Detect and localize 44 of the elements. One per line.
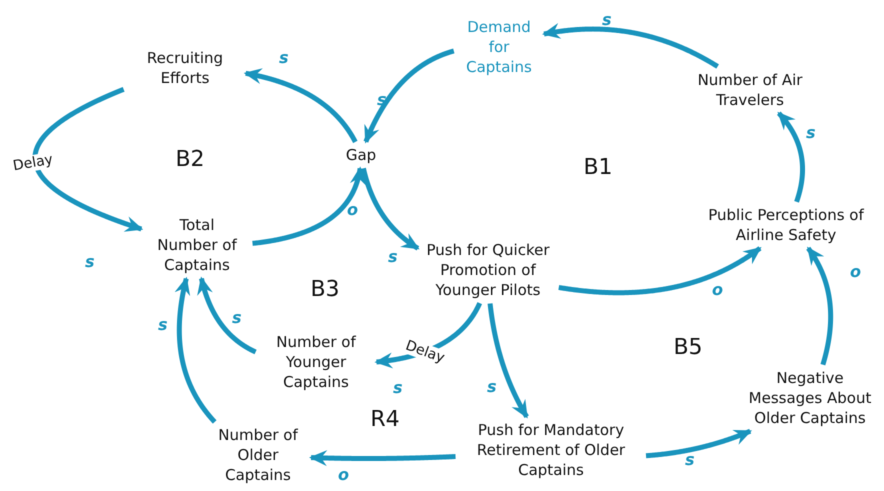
arrow (557, 246, 762, 296)
polarity-label: s (279, 50, 289, 66)
arrow (197, 276, 258, 354)
arrow (250, 166, 366, 246)
variable-label: Total Number of Captains (147, 215, 247, 275)
arrow (174, 276, 217, 424)
polarity-label: s (388, 249, 398, 265)
loop-label: B3 (310, 278, 340, 302)
polarity-label: o (712, 282, 723, 298)
variable-label: Push for Mandatory Retirement of Older Captains (461, 420, 641, 480)
arrow (309, 450, 458, 466)
arrow (776, 111, 806, 204)
polarity-label: s (232, 310, 242, 326)
variable-label: Push for Quicker Promotion of Younger Pilots (423, 240, 553, 300)
polarity-label: s (487, 379, 497, 395)
variable-label: Number of Older Captains (210, 425, 306, 485)
polarity-label: o (338, 467, 349, 483)
variable-label: Number of Younger Captains (261, 332, 371, 392)
variable-label: Recruiting Efforts (130, 48, 240, 88)
arrow (644, 428, 752, 458)
polarity-label: s (85, 254, 95, 270)
loop-label: R4 (370, 408, 400, 432)
variable-label: Gap (336, 145, 386, 165)
arrow (488, 302, 529, 419)
variable-label: Public Perceptions of Airline Safety (696, 205, 876, 245)
polarity-label: s (393, 380, 403, 396)
variable-label: Number of Air Travelers (680, 70, 820, 110)
arrow (364, 48, 456, 144)
arrow (244, 68, 358, 144)
polarity-label: s (158, 317, 168, 333)
variable-label: Demand for Captains (459, 17, 539, 77)
loop-label: B1 (583, 156, 613, 180)
variable-label: Negative Messages About Older Captains (740, 368, 880, 428)
arrow (32, 87, 144, 232)
loop-label: B2 (175, 148, 205, 172)
polarity-label: s (806, 125, 816, 141)
polarity-label: s (685, 452, 695, 468)
arrow (361, 166, 420, 251)
loop-label: B5 (673, 336, 703, 360)
polarity-label: s (602, 12, 612, 28)
arrow (806, 246, 834, 366)
arrow (542, 23, 720, 69)
polarity-label: o (347, 202, 358, 218)
polarity-label: o (850, 264, 861, 280)
